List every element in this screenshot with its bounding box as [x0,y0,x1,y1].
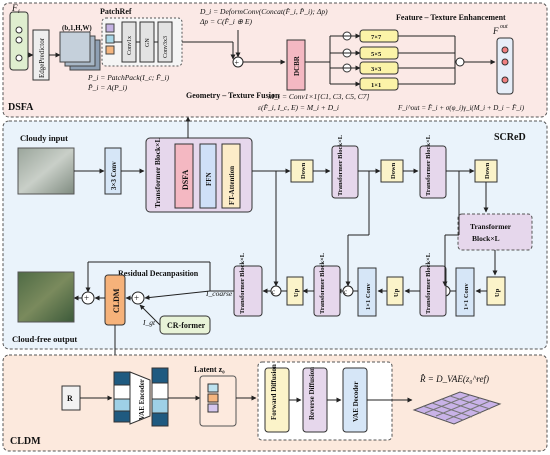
ft-attention-tag [221,143,241,209]
output-feature-vector [496,37,514,95]
cloud-free-output-image [17,271,75,323]
svg-text:Transformer: Transformer [470,222,512,231]
svg-text:1×1 Conv: 1×1 Conv [365,283,372,310]
conv1x1-block-2 [357,267,377,317]
svg-text:3×3 Conv: 3×3 Conv [110,161,118,190]
cloudy-input-image [17,147,75,195]
svg-text:1×1: 1×1 [371,82,381,89]
svg-text:Block×L: Block×L [472,234,500,243]
svg-text:+: + [84,293,89,303]
patchref-title: PatchRef [100,7,132,16]
svg-text:1×1 Conv: 1×1 Conv [463,283,470,310]
transformer-block-dec-2 [313,265,341,317]
transformer-block-enc-1 [331,145,359,199]
transformer-block-enc-2 [419,145,447,199]
svg-text:Transformer Block×L: Transformer Block×L [153,138,162,208]
svg-text:c: c [272,288,275,296]
svg-text:Transformer Block×L: Transformer Block×L [239,252,246,314]
svg-text:Down: Down [300,162,307,179]
fusion-label: Geometry – Texture Fusion [186,91,280,100]
svg-text:FFN: FFN [205,172,213,186]
cldm-section-label: CLDM [10,436,41,447]
eq-output: F_i^out = F̂_i + σ(φ_i)γ_i(M_i + D_i − F… [397,104,525,112]
svg-text:Transformer Block×L: Transformer Block×L [425,134,432,196]
scred-section-label: SCReD [494,132,526,143]
merge-circle-icon [455,57,465,67]
svg-text:Transformer Block×L: Transformer Block×L [319,252,326,314]
dcbr-box [286,39,306,91]
svg-text:Up: Up [393,288,400,297]
svg-text:Transformer Block×L: Transformer Block×L [425,252,432,314]
kernel-branch-7: 7×7 [342,29,399,43]
svg-text:FT-Attention: FT-Attention [228,166,236,205]
patchref-conv1-block: Conv1x [121,21,137,63]
svg-text:Up: Up [494,288,501,297]
svg-text:CLDM: CLDM [112,288,121,313]
svg-text:Up: Up [293,288,300,297]
residual-label: Residual Decanpasition [118,269,199,278]
bottleneck-transformer [457,213,533,251]
svg-text:Conv3x3: Conv3x3 [163,36,169,58]
eq-patchpack: P_i = PatchPack(I_c; F̂_i) [87,72,170,82]
tensor-shape-label: (b,1,H,W) [62,24,92,32]
svg-text:VAE Decoder: VAE Decoder [352,381,360,422]
eq-offset: Δp = C(F̂_i ⊕ E) [199,16,252,26]
svg-text:5×5: 5×5 [371,51,382,58]
i-coarse-label: I_coarse [205,289,233,298]
kernel-branch-1: 1×1 [359,77,399,91]
edge-predictor-label: EdgePredictor [38,37,46,78]
cloud-free-output-label: Cloud-free output [12,334,77,344]
patchref-gn-block: GN [139,21,155,63]
output-feature-label: F [492,26,499,36]
ffn-tag [199,143,217,209]
output-grid-icon [412,391,502,425]
svg-text:Transformer Block×L: Transformer Block×L [337,134,344,196]
svg-text:Reverse Diffusion: Reverse Diffusion [308,367,316,420]
svg-text:c: c [344,288,347,296]
dsfa-tag [174,143,194,209]
dcbr-label: DCBR [293,55,301,76]
transformer-block-dec-1 [419,265,447,317]
feature-map-stack [59,31,101,71]
eq-attention: P̂_i = A(P_i) [87,82,128,92]
svg-text:Down: Down [390,162,397,179]
svg-text:+: + [134,293,139,303]
svg-text:3×3: 3×3 [371,66,382,73]
svg-text:Forward Diffusion: Forward Diffusion [270,364,278,420]
patchref-conv3-block: Conv3x3 [157,21,173,63]
latent-label: Latent z₀ [194,365,225,374]
svg-text:Conv1x: Conv1x [127,36,133,55]
svg-text:CR-former: CR-former [167,321,206,330]
vae-encoder: VAE Encoder [113,367,169,427]
i-gt-label: I_gt [142,318,156,327]
eq-deformconv: D_i = DeformConv(Concat(F̂_i, P̂_i); Δp) [199,6,328,16]
svg-text:R: R [67,394,73,403]
svg-text:VAE Encoder: VAE Encoder [138,379,146,420]
dsfa-section-label: DSFA [8,102,34,113]
eq-enhance: ε(F̂_i, I_c, E) = M_i + D_i [258,102,339,112]
svg-text:Down: Down [484,162,491,179]
cloudy-input-label: Cloudy input [20,133,68,143]
output-equation: R̂ = D_VAE(z₀^ref) [419,374,489,384]
enhance-title: Feature – Texture Enhancement [396,13,506,22]
svg-text:+: + [235,58,240,67]
svg-text:GN: GN [145,38,151,47]
output-feature-sup: out [500,24,508,30]
input-feature-sub: i [18,9,20,15]
svg-text:DSFA: DSFA [181,169,190,190]
input-feature-label: F [11,3,18,13]
eq-multiscale: M_i = Conv1×1[C1, C3, C5, C7] [267,92,369,101]
conv1x1-block-1 [455,267,475,317]
svg-text:7×7: 7×7 [371,34,382,41]
